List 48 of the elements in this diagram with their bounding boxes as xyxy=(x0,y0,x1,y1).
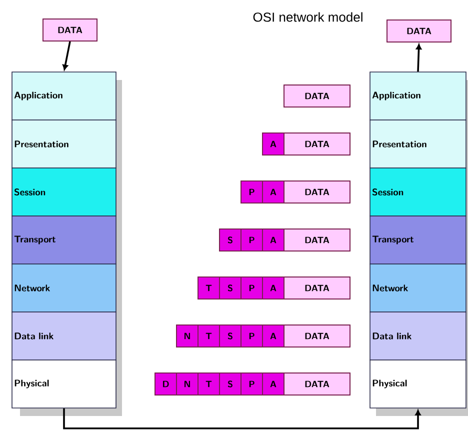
layer-box: Presentation xyxy=(12,120,116,168)
header-cell: A xyxy=(262,372,284,396)
data-cell: DATA xyxy=(284,372,350,396)
layer-box: Application xyxy=(370,72,466,120)
data-cell: DATA xyxy=(284,180,350,204)
arrow xyxy=(416,44,422,72)
data-cell: DATA xyxy=(284,84,350,108)
layer-box: Session xyxy=(12,168,116,216)
header-cell: S xyxy=(219,276,242,300)
header-cell: N xyxy=(176,324,198,348)
header-cell: P xyxy=(240,372,263,396)
arrow xyxy=(63,408,421,430)
header-cell: T xyxy=(198,324,220,348)
header-cell: A xyxy=(262,180,284,204)
header-cell: P xyxy=(240,324,263,348)
layer-box: Network xyxy=(12,264,116,312)
header-cell: P xyxy=(240,276,263,300)
data-cell: DATA xyxy=(284,228,350,252)
data-box: DATA xyxy=(386,20,452,42)
header-cell: D xyxy=(154,372,177,396)
header-cell: S xyxy=(219,372,242,396)
header-cell: A xyxy=(262,132,284,156)
arrow xyxy=(62,41,71,70)
layer-box: Transport xyxy=(370,216,466,264)
data-cell: DATA xyxy=(284,324,350,348)
layer-box: Data link xyxy=(370,312,466,360)
header-cell: S xyxy=(219,324,242,348)
layer-box: Physical xyxy=(370,360,466,408)
header-cell: P xyxy=(240,228,263,252)
header-cell: T xyxy=(198,372,220,396)
header-cell: A xyxy=(262,228,284,252)
header-cell: A xyxy=(262,324,284,348)
data-cell: DATA xyxy=(284,276,350,300)
layer-box: Data link xyxy=(12,312,116,360)
layer-box: Network xyxy=(370,264,466,312)
header-cell: S xyxy=(219,228,242,252)
header-cell: N xyxy=(176,372,198,396)
header-cell: T xyxy=(198,276,220,300)
data-cell: DATA xyxy=(284,132,350,156)
layer-box: Application xyxy=(12,72,116,120)
layer-box: Transport xyxy=(12,216,116,264)
header-cell: P xyxy=(240,180,263,204)
data-box: DATA xyxy=(42,18,98,42)
layer-box: Presentation xyxy=(370,120,466,168)
layer-box: Session xyxy=(370,168,466,216)
title: OSI network model xyxy=(253,12,362,22)
layer-box: Physical xyxy=(12,360,116,408)
header-cell: A xyxy=(262,276,284,300)
